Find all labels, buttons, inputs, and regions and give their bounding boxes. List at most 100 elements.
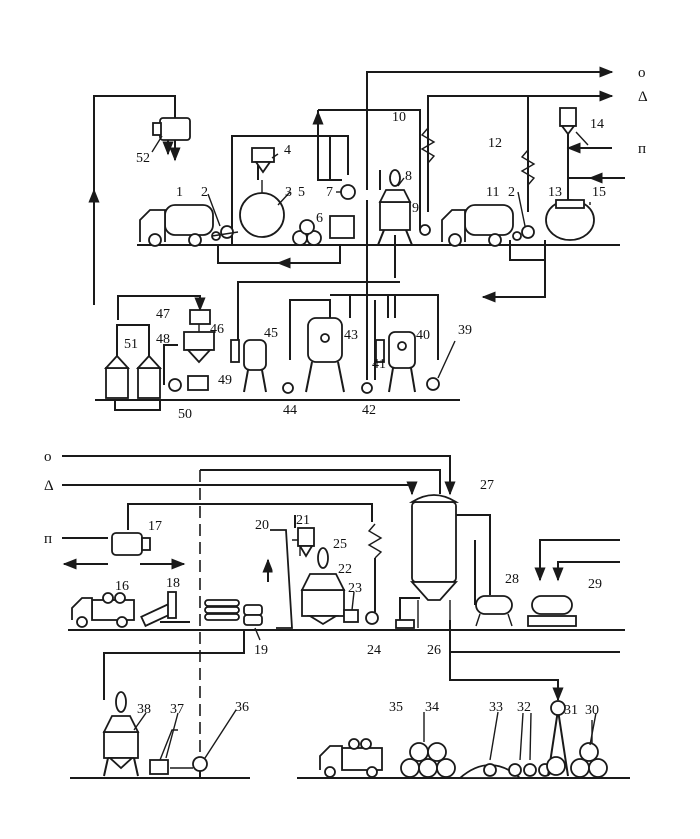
unit-4-feeder [251,147,275,174]
label-12: 12 [488,136,502,151]
label-26: 26 [427,643,441,658]
label-32: 32 [517,700,531,715]
unit-2-pump [211,225,239,241]
label-6: 6 [316,211,323,226]
label-9: 9 [412,201,419,216]
unit-24-pump [365,611,379,625]
label-46: 46 [210,322,224,337]
unit-34-drum-pile [400,742,456,778]
label-51: 51 [124,337,138,352]
leader-lines [133,131,597,761]
label-10: 10 [392,110,406,125]
unit-40-vessel [375,331,416,393]
unit-30-drums [570,720,608,778]
unit-12-coil [520,149,536,186]
label-35: 35 [389,700,403,715]
unit-16-truck [71,592,135,628]
label-23: 23 [348,581,362,596]
stream-markers: o Δ п o Δ п [44,65,648,547]
unit-39-pump [426,377,440,391]
label-19: 19 [254,643,268,658]
label-17: 17 [148,519,162,534]
label-28: 28 [505,572,519,587]
unit-42-pump [361,382,373,394]
label-36: 36 [235,700,249,715]
marker-o-bottom: o [44,449,52,465]
label-44: 44 [283,403,297,418]
unit-36-pump [170,756,208,772]
label-50: 50 [178,407,192,422]
label-27: 27 [480,478,494,493]
label-31: 31 [564,703,578,718]
unit-50-pump [168,378,182,392]
unit-52 [152,117,191,156]
unit-51-tanks [103,324,163,399]
unit-26-base [395,619,415,629]
floor-lines [68,244,630,779]
label-16: 16 [115,579,129,594]
unit-15-drum [545,199,595,241]
unit-8-reactor [377,169,413,246]
label-21: 21 [296,513,310,528]
label-2b: 2 [508,185,515,200]
label-1: 1 [176,185,183,200]
label-8: 8 [405,169,412,184]
label-33: 33 [489,700,503,715]
upper-piping [88,95,625,411]
unit-1-tanker-truck [139,204,214,247]
unit-9-valve [419,224,431,236]
component-number-labels: 52 1 2 3 4 5 6 7 8 9 10 11 2 12 13 14 15… [115,110,606,718]
label-39: 39 [458,323,472,338]
label-24: 24 [367,643,381,658]
unit-32-rolls [508,763,552,777]
unit-47-48-49 [163,309,215,391]
unit-35-truck [319,738,383,778]
label-5: 5 [298,185,305,200]
label-52: 52 [136,151,150,166]
unit-37-box [149,729,178,775]
unit-29-drum [527,595,577,627]
unit-22-reactor [300,547,346,626]
label-49: 49 [218,373,232,388]
unit-21-feeder [297,527,315,558]
unit-18-cart [140,591,190,628]
label-41: 41 [372,357,386,372]
label-45: 45 [264,326,278,341]
unit-20-conveyor [270,529,301,629]
marker-pi-top: п [638,141,646,157]
label-18: 18 [166,576,180,591]
unit-10-coil [420,127,436,164]
label-40: 40 [416,328,430,343]
unit-27-tank [408,494,460,628]
label-2: 2 [201,185,208,200]
unit-19-rolls [204,599,263,626]
unit-45-vessel [230,339,267,393]
label-22: 22 [338,562,352,577]
lower-piping [62,469,620,778]
label-4: 4 [284,143,291,158]
label-14: 14 [590,117,604,132]
stream-lines [62,66,614,539]
label-30: 30 [585,703,599,718]
unit-2b-pump [512,225,535,241]
marker-delta-top: Δ [638,89,648,105]
unit-38-reactor [102,691,140,777]
label-47: 47 [156,307,170,322]
label-7: 7 [326,185,333,200]
unit-5-drums [292,219,322,246]
marker-pi-bottom: п [44,531,52,547]
label-38: 38 [137,702,151,717]
label-3: 3 [285,185,292,200]
marker-delta-bottom: Δ [44,478,54,494]
label-37: 37 [170,702,184,717]
unit-43-tank [305,317,345,393]
unit-6-box [329,215,355,239]
label-29: 29 [588,577,602,592]
label-13: 13 [548,185,562,200]
label-15: 15 [592,185,606,200]
label-48: 48 [156,332,170,347]
unit-7-valve [336,184,356,200]
unit-17-motor [111,532,151,556]
label-20: 20 [255,518,269,533]
unit-44-pump [282,382,294,394]
